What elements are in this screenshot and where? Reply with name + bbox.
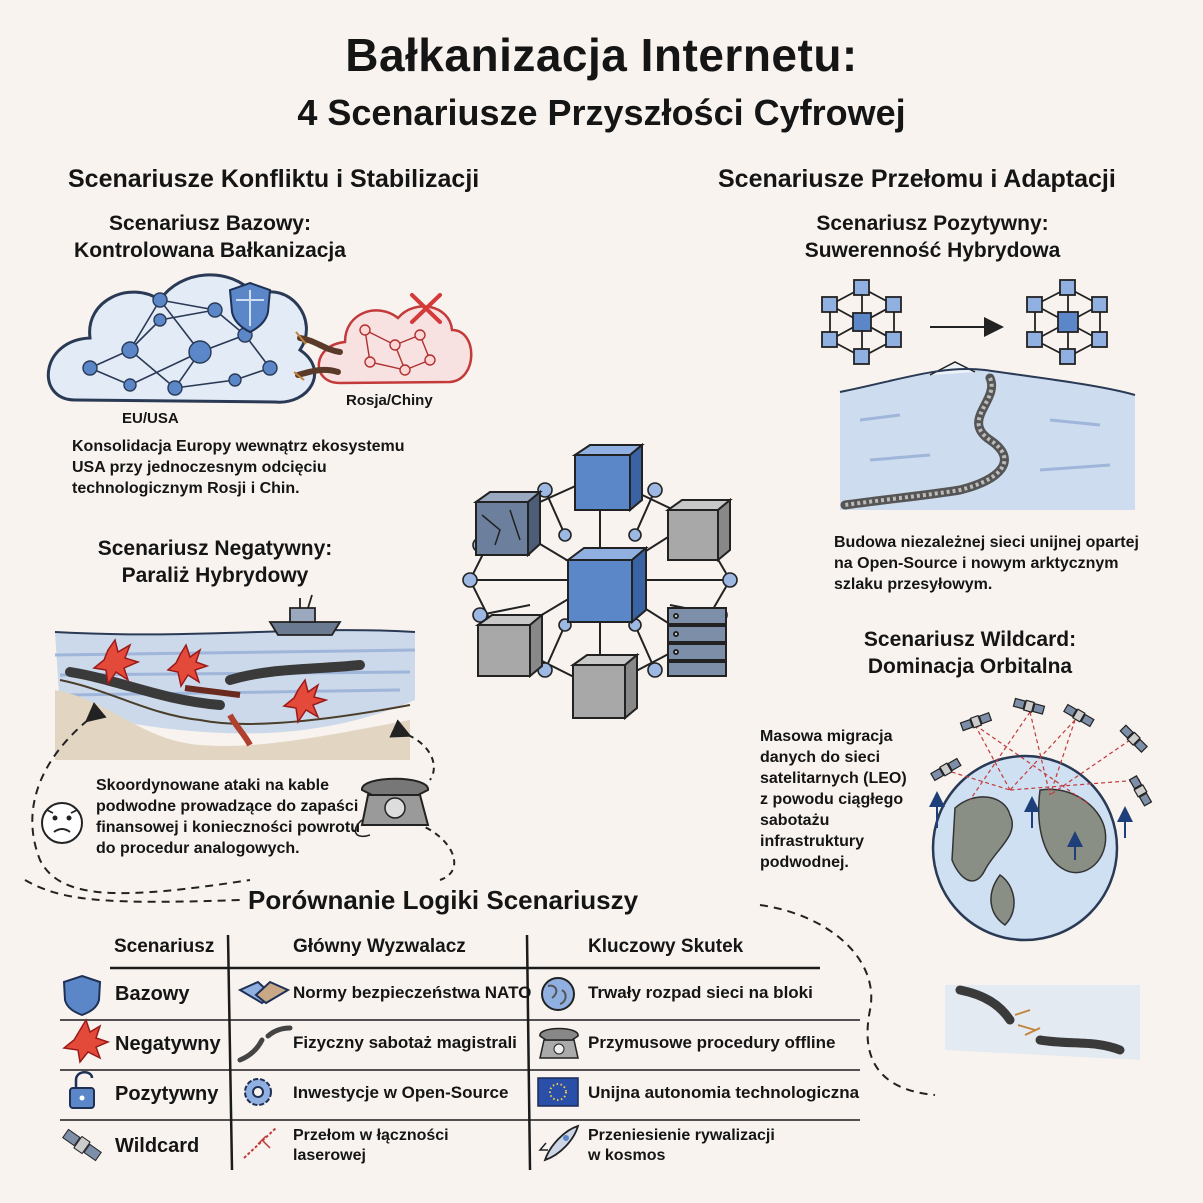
earth-globe-icon: [931, 754, 1119, 942]
wildcard-scenario-heading: Scenariusz Wildcard: Dominacja Orbitalna: [863, 628, 1077, 678]
hexagon-module-right: [1026, 279, 1108, 365]
cube-bottom: [569, 652, 640, 721]
shield-icon: [228, 281, 272, 334]
table-title: Porównanie Logiki Scenariuszy: [248, 885, 639, 915]
positive-scenario-heading: Scenariusz Pozytywny: Suwerenność Hybryd…: [804, 212, 1061, 262]
russia-china-label: Rosja/Chiny: [346, 392, 433, 409]
seabed-sabotage-scene: [54, 594, 416, 760]
table-header-effect: Kluczowy Skutek: [588, 936, 744, 957]
table-row-wildcard-effect: Przeniesienie rywalizacji w kosmos: [588, 1127, 775, 1164]
page-subtitle: 4 Scenariusze Przyszłości Cyfrowej: [297, 92, 906, 133]
page-title: Bałkanizacja Internetu:: [345, 29, 858, 81]
cube-broken: [472, 489, 543, 558]
table-row-bazowy-trigger: Normy bezpieczeństwa NATO: [293, 983, 532, 1002]
server-rack-icon: [667, 607, 727, 677]
central-network-hexagon: [462, 442, 738, 721]
upward-data-arrows: [929, 791, 1133, 860]
ship-icon: [268, 594, 342, 636]
table-row-negatywny-trigger: Fizyczny sabotaż magistrali: [293, 1033, 517, 1052]
cube-left-bottom: [474, 612, 545, 679]
russia-china-cloud-network: [293, 293, 473, 385]
wildcard-scenario-description: Masowa migracja danych do sieci satelita…: [760, 728, 907, 871]
base-scenario-description: Konsolidacja Europy wewnątrz ekosystemu …: [72, 438, 405, 497]
negative-scenario-description: Skoordynowane ataki na kable podwodne pr…: [96, 777, 361, 857]
arctic-cable-scene: [839, 361, 1136, 510]
table-row-negatywny-effect: Przymusowe procedury offline: [588, 1033, 836, 1052]
eu-usa-cloud-network: [46, 273, 317, 404]
positive-scenario-description: Budowa niezależnej sieci unijnej opartej…: [834, 534, 1139, 593]
broken-cable-illustration: [945, 985, 1140, 1060]
hexagon-module-left: [821, 279, 902, 365]
table-row-pozytywny-effect: Unijna autonomia technologiczna: [588, 1083, 860, 1102]
table-row-bazowy-name: Bazowy: [115, 983, 190, 1005]
cube-right: [664, 497, 733, 563]
cube-center: [565, 545, 649, 625]
satellite-icon: [930, 697, 1153, 807]
comparison-table-grid: [60, 934, 860, 1171]
table-row-negatywny-name: Negatywny: [115, 1033, 221, 1055]
table-header-trigger: Główny Wyzwalacz: [293, 936, 466, 957]
worried-face-icon: [41, 802, 83, 844]
negative-scenario-heading: Scenariusz Negatywny: Paraliż Hybrydowy: [97, 537, 333, 587]
eu-usa-label: EU/USA: [122, 410, 179, 427]
table-row-pozytywny-name: Pozytywny: [115, 1083, 219, 1105]
explosion-icon: [92, 638, 329, 725]
telephone-icon: [354, 777, 430, 837]
table-row-pozytywny-trigger: Inwestycje w Open-Source: [293, 1083, 509, 1102]
table-row-wildcard-name: Wildcard: [115, 1135, 200, 1157]
dashed-return-arrow: [31, 702, 251, 895]
table-row-bazowy-effect: Trwały rozpad sieci na bloki: [588, 983, 813, 1002]
laser-beams: [944, 711, 1141, 806]
cube-top: [571, 442, 645, 513]
table-row-wildcard-trigger: Przełom w łączności laserowej: [293, 1127, 449, 1164]
base-scenario-heading: Scenariusz Bazowy: Kontrolowana Bałkaniz…: [74, 212, 346, 262]
right-section-heading: Scenariusze Przełomu i Adaptacji: [718, 165, 1116, 193]
table-header-scenario: Scenariusz: [114, 936, 215, 957]
left-section-heading: Scenariusze Konfliktu i Stabilizacji: [68, 165, 480, 193]
